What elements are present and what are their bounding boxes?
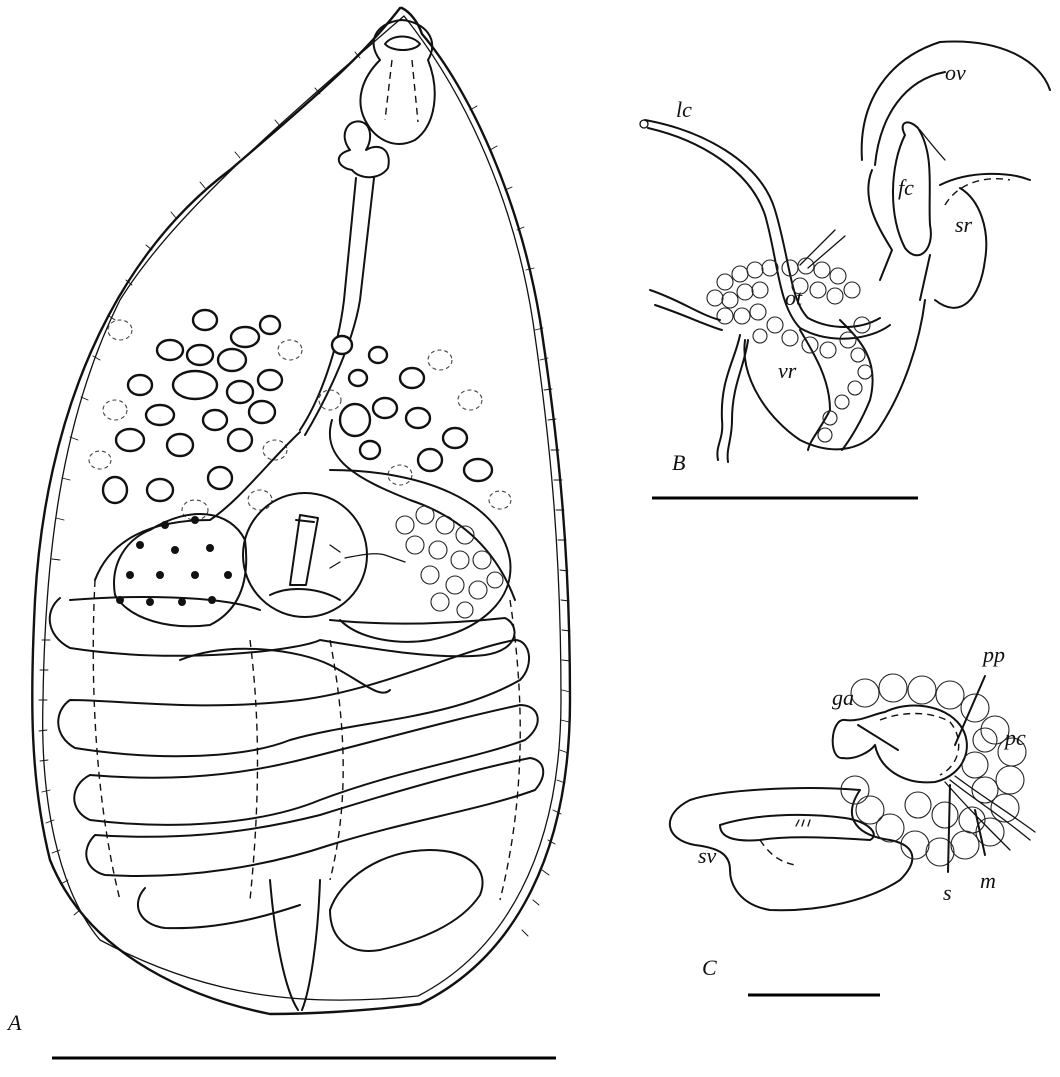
pharynx	[339, 121, 389, 177]
chamber-sr	[935, 174, 1030, 308]
label-s: s	[943, 880, 952, 905]
uterus-coil-5	[138, 888, 300, 928]
panel-label-b: B	[672, 450, 685, 475]
label-ov: ov	[945, 60, 966, 85]
vitellarium-left	[89, 310, 302, 520]
label-m: m	[980, 868, 996, 893]
vitellarium-right	[319, 336, 511, 509]
chamber-vr	[744, 300, 925, 449]
label-ga: ga	[832, 685, 854, 710]
duct-lc	[645, 120, 880, 327]
caecum-right	[330, 420, 515, 600]
label-pp: pp	[981, 642, 1005, 667]
leader-pp	[955, 676, 985, 745]
panel-a-drawing	[32, 8, 570, 1014]
ventral-sucker	[243, 493, 367, 617]
oral-sucker	[360, 20, 434, 144]
intestine-stem	[300, 178, 374, 435]
uterus-coil-6	[330, 850, 483, 951]
panel-b-drawing	[640, 42, 1050, 462]
body-outline	[32, 8, 570, 1014]
uterus-coil-3	[74, 705, 537, 825]
label-sv: sv	[698, 843, 717, 868]
sclerite	[290, 515, 318, 585]
label-sr: sr	[955, 212, 973, 237]
excretory-vessel	[270, 880, 320, 1010]
uterus-upper	[50, 598, 515, 656]
label-vr: vr	[778, 358, 797, 383]
label-lc: lc	[676, 97, 692, 122]
uterus-coil-2	[58, 640, 529, 756]
caecum-left	[95, 432, 300, 580]
prostatic-cells	[841, 674, 1026, 866]
uterus-coil-4	[86, 758, 543, 876]
panel-label-c: C	[702, 955, 717, 980]
label-ot: ot	[785, 285, 803, 310]
leader-s	[948, 785, 950, 872]
testis	[114, 514, 246, 626]
leader-ga	[858, 725, 898, 750]
label-pc: pc	[1003, 725, 1026, 750]
label-fc: fc	[898, 175, 914, 200]
panel-label-a: A	[6, 1010, 22, 1035]
cells-cluster-a	[396, 506, 503, 618]
testis-dots	[116, 516, 232, 606]
